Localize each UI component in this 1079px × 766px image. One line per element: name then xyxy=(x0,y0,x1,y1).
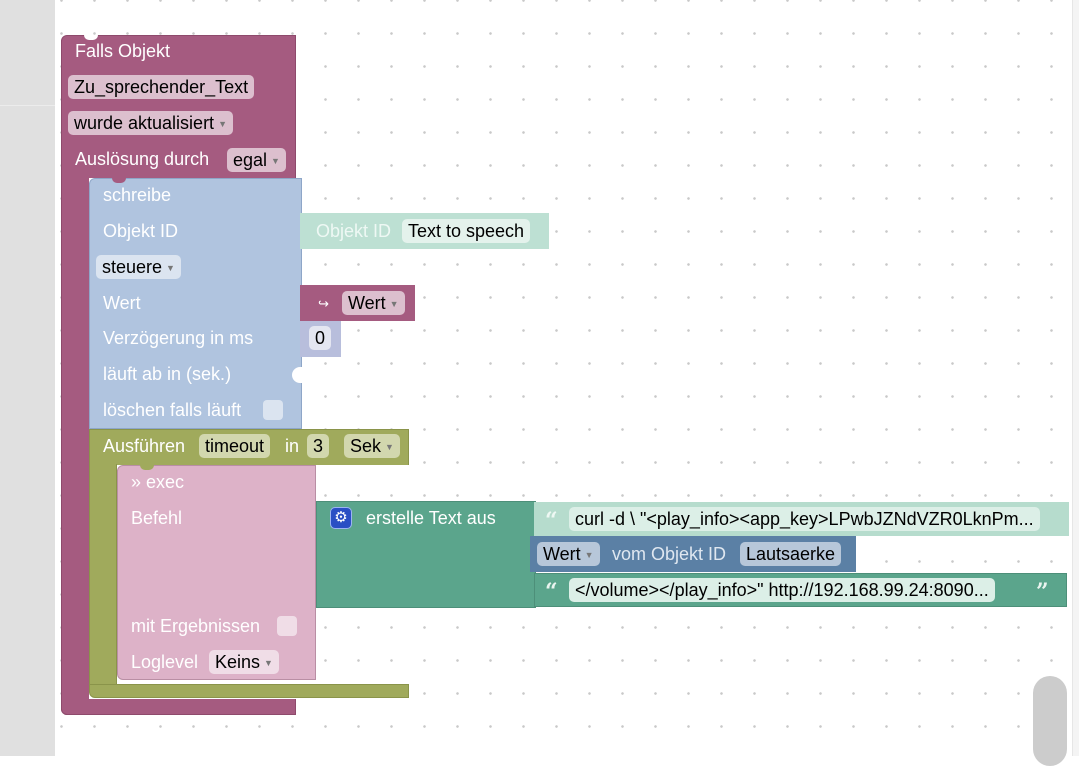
write-expire-label: läuft ab in (sek.) xyxy=(103,364,232,384)
write-mode-value: steuere xyxy=(102,257,163,277)
write-delay-label: Verzögerung in ms xyxy=(103,328,254,348)
arrow-icon: ↪ xyxy=(318,296,329,311)
exec-top-notch xyxy=(140,465,154,470)
get-value-attr-dropdown[interactable]: Wert▼ xyxy=(537,542,600,566)
quote-open-icon: “ xyxy=(545,508,558,534)
text-join-label: erstelle Text aus xyxy=(366,508,496,528)
exec-results-label: mit Ergebnissen xyxy=(131,616,261,636)
timeout-in-label: in xyxy=(285,436,300,456)
quote-close-icon: ” xyxy=(1036,579,1049,605)
get-value-label: vom Objekt ID xyxy=(612,544,727,564)
gear-icon[interactable]: ⚙ xyxy=(330,507,352,529)
write-objid-label: Objekt ID xyxy=(103,221,179,241)
workspace-edge xyxy=(1072,0,1079,756)
trigger-block-footer xyxy=(61,699,296,715)
exec-loglevel-dropdown[interactable]: Keins▼ xyxy=(209,650,279,674)
text-field-2[interactable]: </volume></play_info>" http://192.168.99… xyxy=(569,578,995,602)
trigger-top-notch xyxy=(84,35,98,40)
write-clear-label: löschen falls läuft xyxy=(103,400,242,420)
chevron-down-icon: ▼ xyxy=(166,263,175,273)
trigger-source-value: egal xyxy=(233,150,268,170)
variable-dropdown[interactable]: Wert▼ xyxy=(342,291,405,315)
toolbox-panel[interactable] xyxy=(0,0,55,756)
trigger-condition-value: wurde aktualisiert xyxy=(74,113,215,133)
chevron-down-icon: ▼ xyxy=(218,119,227,129)
chevron-down-icon: ▼ xyxy=(264,658,273,668)
timeout-block-footer xyxy=(89,684,409,698)
objid-label: Objekt ID xyxy=(316,221,392,241)
exec-command-label: Befehl xyxy=(131,508,183,528)
exec-title: » exec xyxy=(131,472,185,492)
timeout-unit-dropdown[interactable]: Sek▼ xyxy=(344,434,400,458)
trigger-source-dropdown[interactable]: egal▼ xyxy=(227,148,286,172)
chevron-down-icon: ▼ xyxy=(385,442,394,452)
vertical-scrollbar[interactable] xyxy=(1033,676,1067,766)
exec-loglevel-value: Keins xyxy=(215,652,261,672)
trigger-source-label: Auslösung durch xyxy=(75,149,210,169)
exec-loglevel-label: Loglevel xyxy=(131,652,199,672)
write-value-label: Wert xyxy=(103,293,141,313)
trigger-object-field[interactable]: Zu_sprechender_Text xyxy=(68,75,255,99)
write-mode-dropdown[interactable]: steuere▼ xyxy=(96,255,181,279)
timeout-unit-value: Sek xyxy=(350,436,382,456)
write-top-notch xyxy=(112,178,126,183)
timeout-label: Ausführen xyxy=(103,436,186,456)
write-title: schreibe xyxy=(103,185,172,205)
trigger-condition-dropdown[interactable]: wurde aktualisiert▼ xyxy=(68,111,233,135)
chevron-down-icon: ▼ xyxy=(271,156,280,166)
timeout-name-field[interactable]: timeout xyxy=(199,434,271,458)
quote-open-icon: “ xyxy=(545,579,558,605)
write-block[interactable] xyxy=(89,178,302,429)
text-join-block[interactable] xyxy=(316,501,536,608)
timeout-amount-field[interactable]: 3 xyxy=(307,434,330,458)
get-value-object-field[interactable]: Lautsaerke xyxy=(740,542,842,566)
objid-field[interactable]: Text to speech xyxy=(402,219,531,243)
exec-block[interactable] xyxy=(117,465,316,680)
write-clear-checkbox[interactable] xyxy=(263,400,283,420)
toolbox-divider xyxy=(0,105,55,106)
variable-name: Wert xyxy=(348,293,386,313)
get-value-attr: Wert xyxy=(543,544,581,564)
text-field-1[interactable]: curl -d \ "<play_info><app_key>LPwbJZNdV… xyxy=(569,507,1040,531)
chevron-down-icon: ▼ xyxy=(584,550,594,560)
delay-number-field[interactable]: 0 xyxy=(309,326,332,350)
exec-results-checkbox[interactable] xyxy=(277,616,297,636)
timeout-block-side xyxy=(89,464,117,686)
expire-input-socket xyxy=(292,367,302,383)
chevron-down-icon: ▼ xyxy=(389,299,399,309)
trigger-title: Falls Objekt xyxy=(75,41,171,61)
